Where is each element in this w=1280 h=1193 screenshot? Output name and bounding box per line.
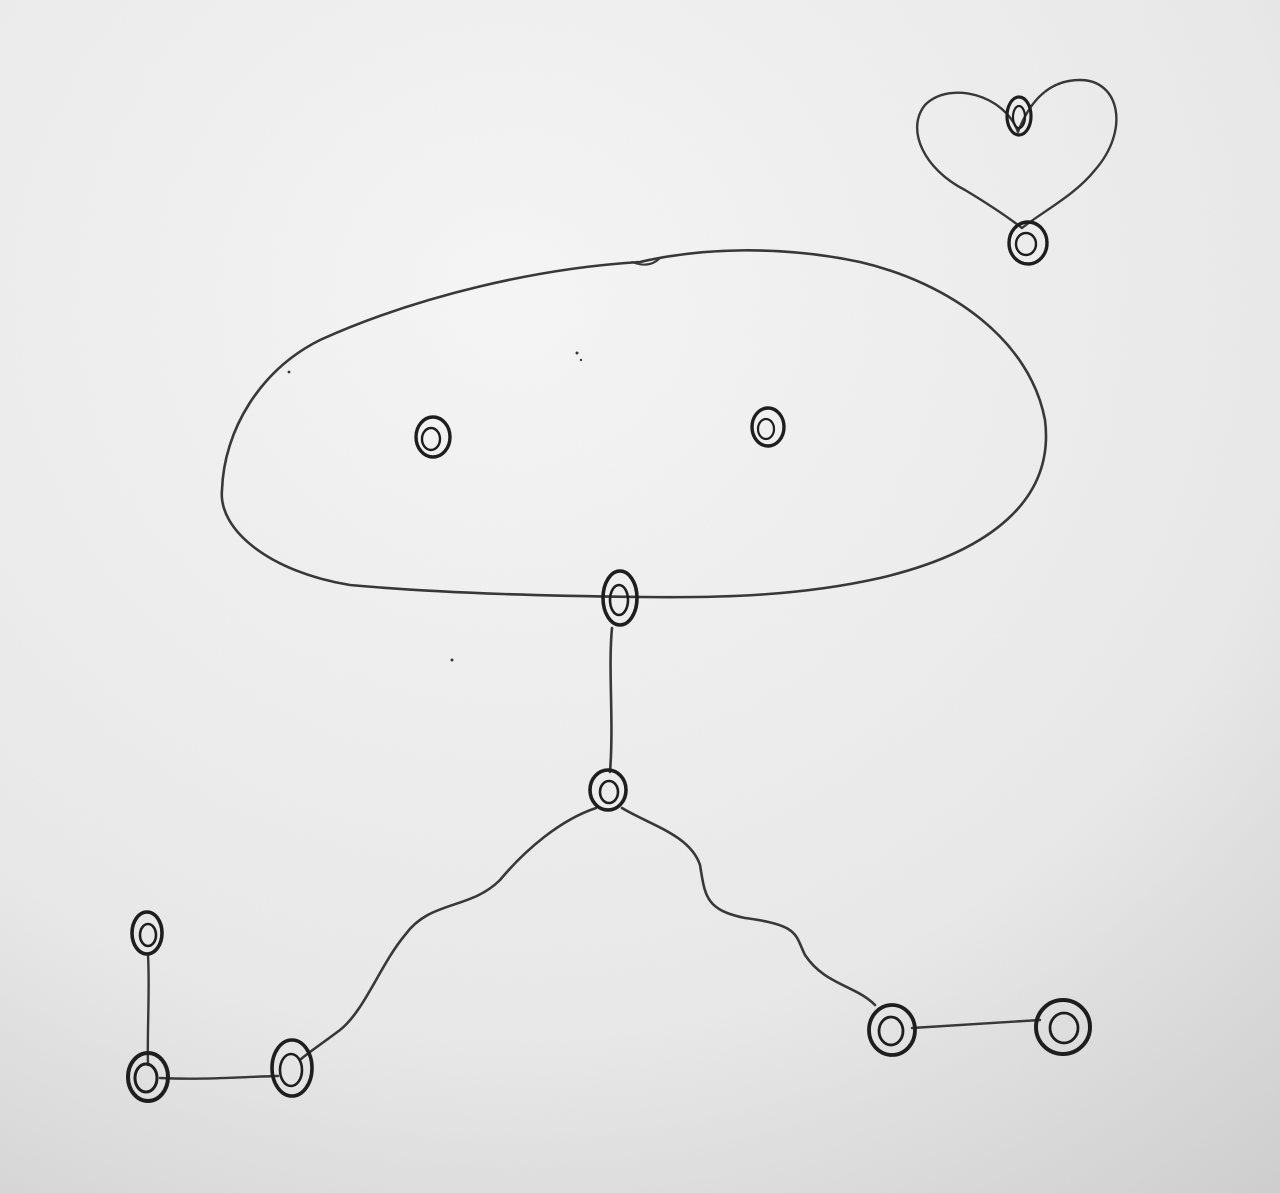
hip-joint [588,768,628,812]
heart-top-dot [1005,95,1033,137]
left-foot-vertical [146,953,150,1067]
left-knee-dot [270,1038,314,1098]
left-leg-line [298,806,598,1062]
pencil-speck [450,658,454,662]
head-outline [220,249,1048,599]
pencil-speck [575,351,579,355]
head-tick [631,257,661,266]
right-foot-line [910,1018,1042,1030]
right-foot-dot [1034,998,1092,1056]
neck-top-joint [601,569,639,627]
pencil-speck [579,358,583,362]
heart-outline [915,78,1118,230]
left-eye-dot [414,415,452,459]
left-foot-top-dot [130,910,164,956]
heart-bottom-dot [1007,220,1049,266]
right-leg-line [620,806,877,1007]
pencil-speck [287,370,291,374]
neck-line [608,626,614,774]
right-eye-dot [750,406,786,448]
left-foot-corner-dot [126,1051,170,1103]
right-knee-dot [867,1003,917,1057]
left-foot-horizontal [158,1074,280,1080]
